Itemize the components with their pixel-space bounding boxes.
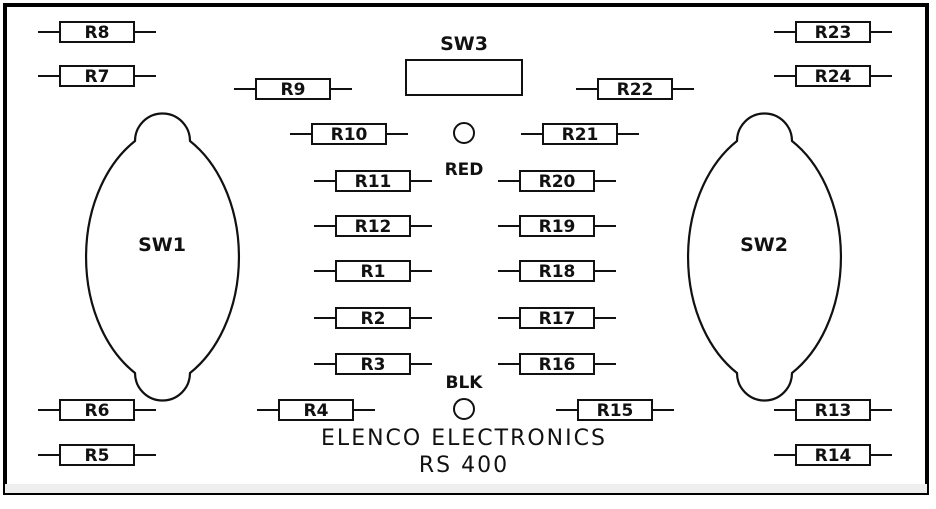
resistor-body [597, 78, 673, 100]
resistor-body [519, 260, 595, 282]
resistor-body [335, 215, 411, 237]
resistor-label: R11 [355, 172, 392, 192]
resistor-r10: R10 [290, 123, 408, 145]
resistor-body [542, 123, 618, 145]
resistor-r12: R12 [314, 215, 432, 237]
sw1-outline [84, 112, 241, 402]
resistor-label: R3 [361, 355, 386, 375]
led-red-label: RED [445, 160, 484, 180]
resistor-r11: R11 [314, 170, 432, 192]
resistor-body [335, 307, 411, 329]
resistor-body [519, 170, 595, 192]
resistor-label: R14 [815, 446, 852, 466]
resistor-label: R18 [539, 262, 576, 282]
resistor-label: R1 [361, 262, 386, 282]
resistor-r21: R21 [521, 123, 639, 145]
sw2-outline [686, 112, 843, 402]
resistor-body [519, 307, 595, 329]
resistor-label: R24 [815, 67, 852, 87]
resistor-r5: R5 [38, 444, 156, 466]
resistor-r14: R14 [774, 444, 892, 466]
resistor-r9: R9 [234, 78, 352, 100]
resistor-r23: R23 [774, 21, 892, 43]
resistor-label: R16 [539, 355, 576, 375]
resistor-label: R17 [539, 309, 576, 329]
resistor-label: R10 [331, 125, 368, 145]
resistor-label: R4 [304, 401, 329, 421]
resistor-r3: R3 [314, 353, 432, 375]
resistor-body [795, 444, 871, 466]
led-blk-pad [453, 398, 475, 420]
resistor-body [311, 123, 387, 145]
resistor-label: R20 [539, 172, 576, 192]
resistor-body [59, 399, 135, 421]
resistor-body [795, 65, 871, 87]
resistor-r13: R13 [774, 399, 892, 421]
resistor-body [519, 215, 595, 237]
resistor-body [519, 353, 595, 375]
led-red-pad [453, 122, 475, 144]
resistor-r20: R20 [498, 170, 616, 192]
model-label: RS 400 [419, 453, 509, 478]
resistor-group: R8R7R6R5R9R10R11R12R1R2R3R4R21R20R19R18R… [38, 21, 892, 466]
resistor-r8: R8 [38, 21, 156, 43]
resistor-r4: R4 [257, 399, 375, 421]
resistor-r16: R16 [498, 353, 616, 375]
resistor-label: R2 [361, 309, 386, 329]
resistor-body [278, 399, 354, 421]
resistor-label: R7 [85, 67, 110, 87]
led-blk: BLK [446, 373, 484, 420]
sw1-switch: SW1 [84, 112, 241, 402]
resistor-r22: R22 [576, 78, 694, 100]
resistor-body [795, 21, 871, 43]
resistor-body [255, 78, 331, 100]
resistor-r19: R19 [498, 215, 616, 237]
resistor-r15: R15 [556, 399, 674, 421]
resistor-label: R9 [281, 80, 306, 100]
resistor-body [59, 21, 135, 43]
resistor-label: R21 [562, 125, 599, 145]
led-red: RED [445, 122, 484, 180]
resistor-body [335, 260, 411, 282]
resistor-body [335, 353, 411, 375]
resistor-body [335, 170, 411, 192]
led-blk-label: BLK [446, 373, 484, 393]
resistor-label: R15 [597, 401, 634, 421]
resistor-body [577, 399, 653, 421]
sw3-switch: SW3 [405, 33, 523, 96]
resistor-r7: R7 [38, 65, 156, 87]
resistor-label: R22 [617, 80, 654, 100]
resistor-label: R6 [85, 401, 110, 421]
resistor-label: R19 [539, 217, 576, 237]
resistor-label: R8 [85, 23, 110, 43]
resistor-label: R5 [85, 446, 110, 466]
resistor-label: R12 [355, 217, 392, 237]
resistor-label: R23 [815, 23, 852, 43]
sw3-outline [405, 59, 523, 96]
sw1-label: SW1 [138, 234, 186, 256]
sw2-label: SW2 [740, 234, 788, 256]
maker-label: ELENCO ELECTRONICS [321, 426, 607, 451]
resistor-body [795, 399, 871, 421]
resistor-body [59, 444, 135, 466]
resistor-r2: R2 [314, 307, 432, 329]
resistor-r17: R17 [498, 307, 616, 329]
sw2-switch: SW2 [686, 112, 843, 402]
resistor-r1: R1 [314, 260, 432, 282]
resistor-r24: R24 [774, 65, 892, 87]
bottom-strip [5, 484, 927, 493]
resistor-label: R13 [815, 401, 852, 421]
resistor-r18: R18 [498, 260, 616, 282]
resistor-body [59, 65, 135, 87]
resistor-r6: R6 [38, 399, 156, 421]
sw3-label: SW3 [440, 33, 488, 55]
